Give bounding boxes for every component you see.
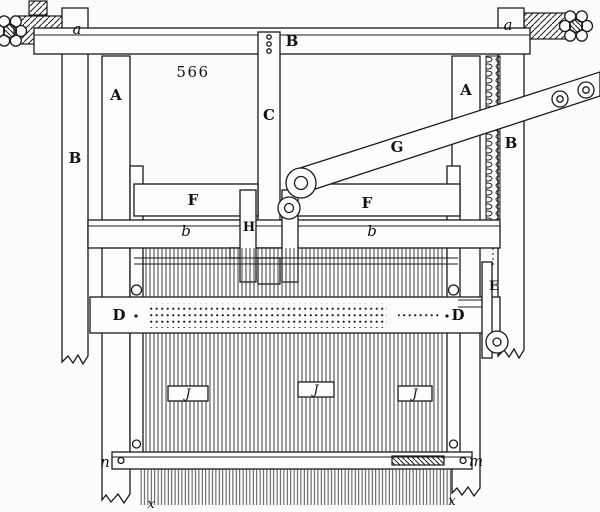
label-a-left: a	[73, 20, 82, 38]
take-up-bracket-e	[458, 261, 509, 359]
label-a-frame-right: A	[459, 81, 472, 99]
beam-f-right	[287, 183, 461, 217]
label-d-right: D	[451, 306, 464, 324]
label-b-top: B	[286, 32, 299, 50]
fringe-threads	[140, 469, 452, 505]
top-right-roller	[523, 10, 594, 42]
label-g-lever: G	[391, 138, 404, 156]
top-left-roller	[0, 0, 65, 47]
label-x-left: x	[147, 497, 155, 512]
label-b-beam-right: b	[367, 222, 377, 240]
label-d-left: D	[112, 306, 125, 324]
guide-rails	[134, 257, 458, 265]
top-beam	[33, 27, 531, 55]
figure-number: 566	[176, 63, 209, 81]
label-j-right: J	[409, 387, 418, 402]
label-j-mid: J	[310, 383, 319, 398]
label-b-left-post: B	[69, 149, 82, 167]
inner-board-left	[101, 55, 131, 505]
right-post	[497, 7, 525, 360]
needle-board-d	[89, 296, 501, 334]
heddle-clamps	[167, 381, 433, 402]
label-x-right: x	[448, 494, 456, 509]
label-c-bar: C	[263, 106, 275, 124]
label-f-left: F	[188, 191, 199, 209]
label-e-bracket: E	[489, 279, 499, 294]
left-post	[61, 7, 89, 366]
label-a-frame-left: A	[109, 86, 122, 104]
label-f-right: F	[362, 194, 373, 212]
label-a-right: a	[504, 16, 513, 34]
label-m-bar: m	[469, 452, 483, 470]
label-n-bar: n	[100, 453, 110, 471]
lever-g	[277, 71, 600, 220]
label-h-mech: H	[243, 220, 255, 235]
warp-threads-upper	[143, 248, 445, 298]
bottom-clamp-bar	[111, 451, 473, 470]
label-b-beam-left: b	[181, 222, 191, 240]
label-b-right-post: B	[505, 134, 518, 152]
label-j-left: J	[182, 387, 191, 402]
beam-f-left	[133, 183, 259, 217]
